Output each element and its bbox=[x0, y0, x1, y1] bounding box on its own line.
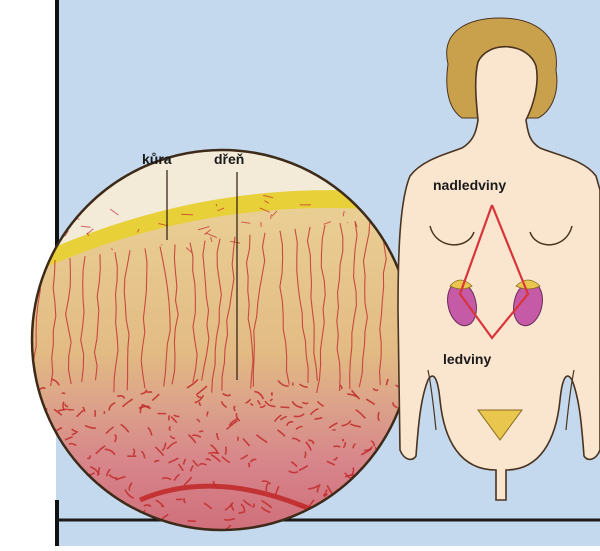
vessel bbox=[62, 393, 65, 394]
vessel bbox=[305, 452, 306, 458]
vessel bbox=[342, 439, 343, 440]
vessel bbox=[169, 415, 170, 420]
label-kidneys: ledviny bbox=[443, 351, 491, 367]
vessel bbox=[272, 393, 273, 396]
vessel bbox=[249, 463, 250, 468]
vessel bbox=[95, 410, 96, 416]
vessel bbox=[238, 437, 239, 441]
label-medulla: dřeň bbox=[214, 151, 244, 167]
label-adrenal-glands: nadledviny bbox=[433, 177, 506, 193]
vessel bbox=[302, 402, 307, 403]
vessel bbox=[104, 411, 105, 413]
vessel bbox=[280, 407, 289, 408]
vessel bbox=[208, 453, 219, 454]
vessel bbox=[181, 214, 193, 215]
label-cortex: kůra bbox=[142, 151, 172, 167]
